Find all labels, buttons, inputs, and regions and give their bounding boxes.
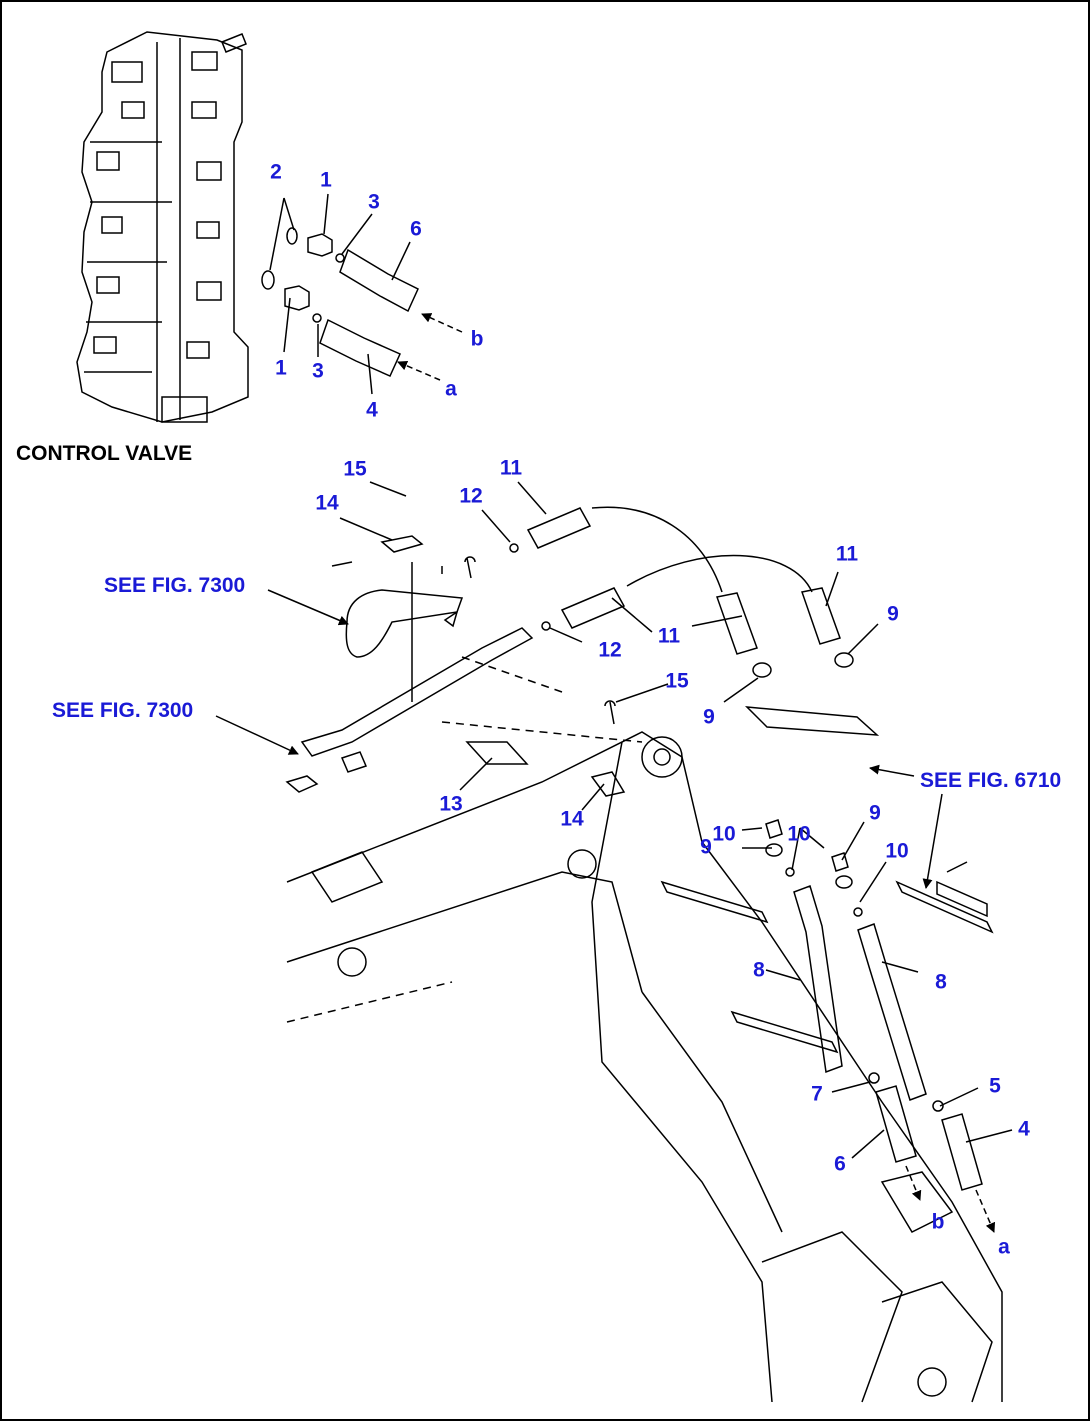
part-number-8-left: 8: [753, 958, 765, 982]
port-label-b-top: b: [470, 327, 484, 351]
part-number-9-low-left: 9: [700, 835, 712, 859]
part-number-14-top: 14: [315, 491, 339, 515]
clamps: [465, 700, 880, 797]
control-valve-title: CONTROL VALVE: [16, 442, 193, 465]
see-fig-6710: SEE FIG. 6710: [920, 769, 1062, 792]
part-number-6-bottom: 6: [834, 1152, 846, 1176]
control-valve-block: [76, 31, 249, 423]
part-number-8-right: 8: [935, 970, 947, 994]
see-fig-7300-lower: SEE FIG. 7300: [52, 699, 194, 722]
port-label-a-bottom: a: [998, 1235, 1010, 1259]
part-number-4-bottom: 4: [1018, 1117, 1030, 1141]
part-number-15-top: 15: [343, 457, 367, 481]
port-label-b-bottom: b: [931, 1210, 945, 1234]
part-number-12-mid: 12: [598, 638, 622, 662]
part-number-11-right: 11: [835, 542, 859, 566]
part-number-10-mid: 10: [787, 822, 811, 846]
part-number-6-top: 6: [410, 217, 422, 241]
part-number-1-top: 1: [320, 168, 332, 192]
reference-arrows: [215, 589, 943, 889]
part-number-9-mid: 9: [703, 705, 715, 729]
port-label-a-top: a: [445, 377, 457, 401]
part-number-5: 5: [989, 1074, 1001, 1098]
upper-pipe-assembly: [285, 506, 854, 793]
part-number-15-mid: 15: [665, 669, 689, 693]
part-number-11-top: 11: [499, 456, 523, 480]
part-number-9-low-right: 9: [869, 801, 881, 825]
boom-structure: [286, 731, 1003, 1403]
part-number-9-right: 9: [887, 602, 899, 626]
part-number-4-top: 4: [366, 398, 378, 422]
part-number-3-bottom: 3: [312, 359, 324, 383]
lower-hose-assembly: [765, 819, 996, 1233]
part-number-2: 2: [270, 160, 282, 184]
see-fig-7300-upper: SEE FIG. 7300: [104, 574, 246, 597]
part-number-3-top: 3: [368, 190, 380, 214]
part-number-7: 7: [811, 1082, 823, 1106]
top-fittings: [261, 193, 463, 395]
part-number-11-mid: 11: [657, 624, 681, 648]
part-number-14-mid: 14: [560, 807, 584, 831]
part-number-10-right: 10: [885, 839, 909, 863]
part-number-10-left: 10: [712, 822, 736, 846]
part-number-1-bottom: 1: [275, 356, 287, 380]
part-number-13: 13: [439, 792, 463, 816]
part-number-12-top: 12: [459, 484, 483, 508]
leader-lines: [331, 481, 1013, 1159]
